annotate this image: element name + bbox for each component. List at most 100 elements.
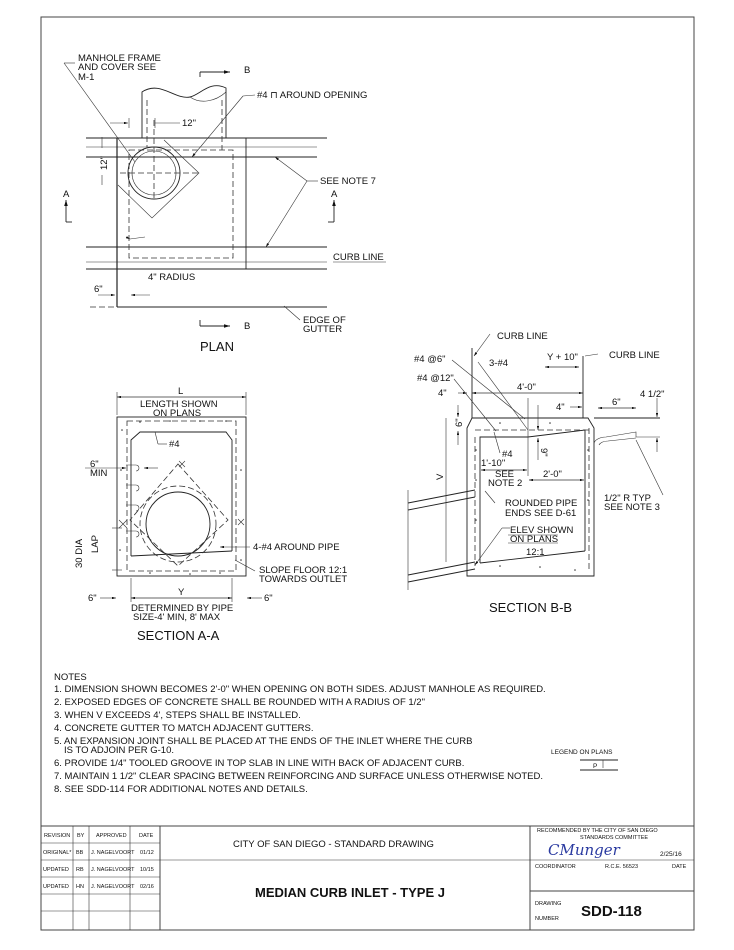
dimension-l: L [178, 386, 183, 397]
dimension-1-10: 1'-10" [481, 458, 505, 469]
elev-note: ELEV SHOWN [510, 525, 573, 536]
section-b-b-title: SECTION B-B [489, 600, 572, 615]
drawing-number-label: NUMBER [535, 916, 559, 922]
section-a-a-title: SECTION A-A [137, 628, 220, 643]
svg-text:RB: RB [76, 867, 84, 873]
lap-label: LAP [90, 535, 101, 553]
drawing-number-label: DRAWING [535, 901, 561, 907]
rebar-6-label: #4 @6" [414, 354, 446, 365]
manhole-note: M-1 [78, 72, 94, 83]
header-revision: REVISION [44, 833, 70, 839]
sheet-border [40, 16, 695, 931]
note-item: IS TO ADJOIN PER G-10. [64, 745, 174, 756]
determined-note: DETERMINED BY PIPE [131, 603, 233, 614]
dimension-6-vertical: 6" [454, 418, 465, 427]
see-note-2: SEE [495, 469, 514, 480]
section-marker-a-right: A [331, 189, 338, 200]
svg-text:J. NAGELVOORT: J. NAGELVOORT [91, 884, 135, 890]
edge-of-gutter: EDGE OF [303, 315, 346, 326]
dimension-12-vertical: 12" [99, 156, 110, 170]
dimension-6-right: 6" [264, 593, 273, 604]
section-marker-b-top: B [244, 65, 250, 76]
svg-text:01/12: 01/12 [140, 850, 154, 856]
slope-floor-label: TOWARDS OUTLET [259, 574, 347, 585]
drawing-number: SDD-118 [581, 903, 642, 920]
date-label: DATE [672, 864, 687, 870]
dimension-6: 6" [94, 284, 103, 295]
curb-line-label: CURB LINE [497, 331, 548, 342]
note-item: 7. MAINTAIN 1 1/2" CLEAR SPACING BETWEEN… [54, 771, 543, 782]
rounded-pipe-note: ENDS SEE D-61 [505, 508, 576, 519]
edge-of-gutter: GUTTER [303, 324, 342, 335]
notes: NOTES 1. DIMENSION SHOWN BECOMES 2'-0" W… [54, 672, 618, 795]
sign-date: 2/25/16 [660, 851, 682, 858]
svg-text:UPDATED: UPDATED [43, 867, 69, 873]
dimension-9: 9" [538, 448, 549, 457]
note-item: 4. CONCRETE GUTTER TO MATCH ADJACENT GUT… [54, 723, 314, 734]
dimension-4-half: 4 1/2" [640, 389, 665, 400]
rce-label: R.C.E. 56523 [605, 864, 638, 870]
dimension-2-0: 2'-0" [543, 469, 562, 480]
see-note-7: SEE NOTE 7 [320, 176, 376, 187]
curb-line-label: CURB LINE [333, 252, 384, 263]
title-block: REVISION BY APPROVED DATE ORIGINAL* BB J. … [41, 825, 694, 930]
elev-note: ON PLANS [510, 534, 558, 545]
radius-label: 4" RADIUS [148, 272, 195, 283]
curb-line-label-right: CURB LINE [609, 350, 660, 361]
rebar-label: #4 [169, 439, 180, 450]
signature: CMunger [548, 841, 621, 859]
revision-row: UPDATED HN J. NAGELVOORT 02/16 [43, 884, 154, 890]
dimension-y: Y [178, 587, 185, 598]
svg-text:10/15: 10/15 [140, 867, 154, 873]
dimension-4-left: 4" [438, 388, 447, 399]
min-6-label: MIN [90, 468, 108, 479]
rebar-4-label: #4 [502, 449, 513, 460]
three-rebar-label: 3-#4 [489, 358, 508, 369]
note-item: 5. AN EXPANSION JOINT SHALL BE PLACED AT… [54, 736, 472, 747]
determined-note: SIZE-4' MIN, 8' MAX [133, 612, 221, 623]
svg-text:J. NAGELVOORT: J. NAGELVOORT [91, 850, 135, 856]
note-item: 6. PROVIDE 1/4" TOOLED GROOVE IN TOP SLA… [54, 758, 464, 769]
svg-text:J. NAGELVOORT: J. NAGELVOORT [91, 867, 135, 873]
rebar-12-label: #4 @12" [417, 373, 454, 384]
coordinator-label: COORDINATOR [535, 864, 576, 870]
rounded-pipe-note: ROUNDED PIPE [505, 498, 577, 509]
manhole-note: AND COVER SEE [78, 62, 156, 73]
notes-heading: NOTES [54, 672, 87, 683]
dimension-12: 12" [182, 118, 196, 129]
recommended-label: STANDARDS COMMITTEE [580, 835, 648, 841]
svg-text:ORIGINAL*: ORIGINAL* [43, 850, 72, 856]
revision-row: UPDATED RB J. NAGELVOORT 10/15 [43, 867, 154, 873]
min-6-label: 6" [90, 459, 99, 470]
rebar-note: #4 ⊓ AROUND OPENING [257, 90, 367, 101]
dimension-4-right: 4" [556, 402, 565, 413]
section-marker-b-bottom: B [244, 321, 250, 332]
slope-floor-label: SLOPE FLOOR 12:1 [259, 565, 347, 576]
section-b-b: CURB LINE CURB LINE #4 @6" #4 @12" 3-#4 … [407, 331, 665, 615]
header-by: BY [77, 833, 85, 839]
plan-title: PLAN [200, 339, 234, 354]
recommended-label: RECOMMENDED BY THE CITY OF SAN DIEGO [537, 828, 658, 834]
manhole-note: MANHOLE FRAME [78, 53, 161, 64]
length-note: LENGTH SHOWN [140, 399, 218, 410]
header-approved: APPROVED [96, 833, 127, 839]
agency-label: CITY OF SAN DIEGO - STANDARD DRAWING [233, 839, 434, 850]
svg-text:BB: BB [76, 850, 84, 856]
see-note-2: NOTE 2 [488, 478, 522, 489]
svg-text:HN: HN [76, 884, 84, 890]
half-radius-note: SEE NOTE 3 [604, 502, 660, 513]
y-plus-10-label: Y + 10" [547, 352, 578, 363]
plan-view: MANHOLE FRAME AND COVER SEE M-1 B #4 ⊓ A… [63, 53, 386, 354]
svg-text:UPDATED: UPDATED [43, 884, 69, 890]
length-note: ON PLANS [153, 408, 201, 419]
section-a-a: L LENGTH SHOWN ON PLANS #4 6" MIN 30 DIA… [74, 386, 347, 643]
header-date: DATE [139, 833, 154, 839]
note-item: 3. WHEN V EXCEEDS 4', STEPS SHALL BE INS… [54, 710, 301, 721]
drawing-title: MEDIAN CURB INLET - TYPE J [255, 885, 445, 900]
half-radius-note: 1/2" R TYP [604, 493, 651, 504]
note-item: 1. DIMENSION SHOWN BECOMES 2'-0" WHEN OP… [54, 684, 546, 695]
dimension-6-left: 6" [88, 593, 97, 604]
svg-text:02/16: 02/16 [140, 884, 154, 890]
dia-30-label: 30 DIA [74, 538, 85, 568]
